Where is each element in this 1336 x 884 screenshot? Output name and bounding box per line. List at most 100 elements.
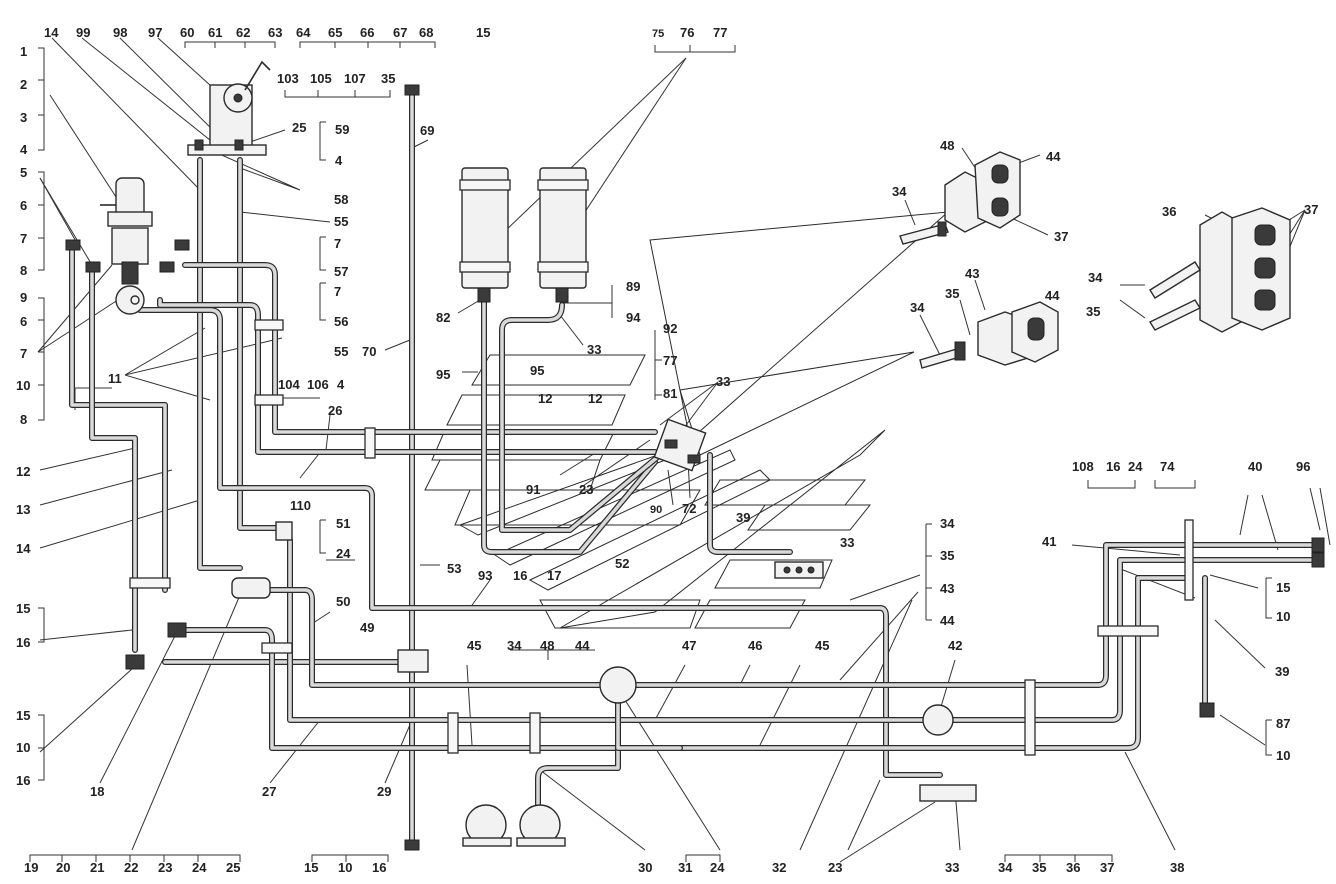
label: 72 xyxy=(682,501,696,516)
label: 29 xyxy=(377,784,391,799)
check-valve-31 xyxy=(599,666,637,704)
label: 16 xyxy=(513,568,527,583)
label: 25 xyxy=(226,860,240,875)
label: 77 xyxy=(663,353,677,368)
label: 44 xyxy=(940,613,955,628)
label: 107 xyxy=(344,71,366,86)
label: 24 xyxy=(710,860,725,875)
distribution-tee xyxy=(397,649,429,673)
label: 26 xyxy=(328,403,342,418)
label: 49 xyxy=(360,620,374,635)
label: 103 xyxy=(277,71,299,86)
label: 50 xyxy=(336,594,350,609)
label: 21 xyxy=(90,860,104,875)
label: 48 xyxy=(940,138,954,153)
label: 34 xyxy=(910,300,925,315)
label: 57 xyxy=(334,264,348,279)
label: 20 xyxy=(56,860,70,875)
label: 42 xyxy=(948,638,962,653)
label: 36 xyxy=(1162,204,1176,219)
label: 35 xyxy=(940,548,954,563)
label: 25 xyxy=(292,120,306,135)
label: 14 xyxy=(16,541,31,556)
label: 90 xyxy=(650,504,662,516)
label: 108 xyxy=(1072,459,1094,474)
label: 35 xyxy=(945,286,959,301)
label: 55 xyxy=(334,344,348,359)
label: 8 xyxy=(20,412,27,427)
label: 106 xyxy=(307,377,329,392)
label: 5 xyxy=(20,165,27,180)
label: 34 xyxy=(1088,270,1103,285)
valve-90 xyxy=(130,295,140,305)
label: 59 xyxy=(335,122,349,137)
label: 61 xyxy=(208,25,222,40)
label: 15 xyxy=(16,708,30,723)
label: 94 xyxy=(626,310,641,325)
label: 23 xyxy=(158,860,172,875)
part-labels: 14 99 98 97 60 61 62 63 64 65 66 67 68 1… xyxy=(16,25,1318,875)
label: 97 xyxy=(148,25,162,40)
label: 87 xyxy=(1276,716,1290,731)
label: 37 xyxy=(1054,229,1068,244)
label: 67 xyxy=(393,25,407,40)
label: 10 xyxy=(338,860,352,875)
label: 34 xyxy=(998,860,1013,875)
label: 95 xyxy=(530,363,544,378)
label: 60 xyxy=(180,25,194,40)
label: 34 xyxy=(892,184,907,199)
label: 77 xyxy=(713,25,727,40)
label: 89 xyxy=(626,279,640,294)
label: 27 xyxy=(262,784,276,799)
label: 6 xyxy=(20,198,27,213)
label: 45 xyxy=(815,638,829,653)
label: 34 xyxy=(507,638,522,653)
label: 74 xyxy=(1160,459,1175,474)
label: 15 xyxy=(1276,580,1290,595)
label: 1 xyxy=(20,44,27,59)
label: 66 xyxy=(360,25,374,40)
label: 33 xyxy=(716,374,730,389)
label: 15 xyxy=(16,601,30,616)
label: 31 xyxy=(678,860,692,875)
label: 104 xyxy=(278,377,300,392)
label: 12 xyxy=(588,391,602,406)
label: 33 xyxy=(945,860,959,875)
label: 16 xyxy=(372,860,386,875)
label: 105 xyxy=(310,71,332,86)
label: 76 xyxy=(680,25,694,40)
label: 93 xyxy=(478,568,492,583)
label: 39 xyxy=(1275,664,1289,679)
label: 24 xyxy=(192,860,207,875)
label: 91 xyxy=(526,482,540,497)
label: 55 xyxy=(334,214,348,229)
label: 64 xyxy=(296,25,311,40)
label: 37 xyxy=(1100,860,1114,875)
label: 24 xyxy=(1128,459,1143,474)
label: 7 xyxy=(334,284,341,299)
label: 81 xyxy=(663,386,677,401)
label: 45 xyxy=(467,638,481,653)
label: 53 xyxy=(447,561,461,576)
label: 17 xyxy=(547,568,561,583)
label: 15 xyxy=(476,25,490,40)
label: 36 xyxy=(1066,860,1080,875)
label: 6 xyxy=(20,314,27,329)
label: 12 xyxy=(16,464,30,479)
label: 23 xyxy=(828,860,842,875)
label: 37 xyxy=(1304,202,1318,217)
label: 15 xyxy=(304,860,318,875)
label: 92 xyxy=(663,321,677,336)
label: 12 xyxy=(538,391,552,406)
label: 16 xyxy=(1106,459,1120,474)
label: 32 xyxy=(772,860,786,875)
label: 13 xyxy=(16,502,30,517)
label: 69 xyxy=(420,123,434,138)
label: 4 xyxy=(337,377,345,392)
label: 98 xyxy=(113,25,127,40)
label: 47 xyxy=(682,638,696,653)
label: 99 xyxy=(76,25,90,40)
label: 51 xyxy=(336,516,350,531)
label: 16 xyxy=(16,635,30,650)
label: 7 xyxy=(20,346,27,361)
